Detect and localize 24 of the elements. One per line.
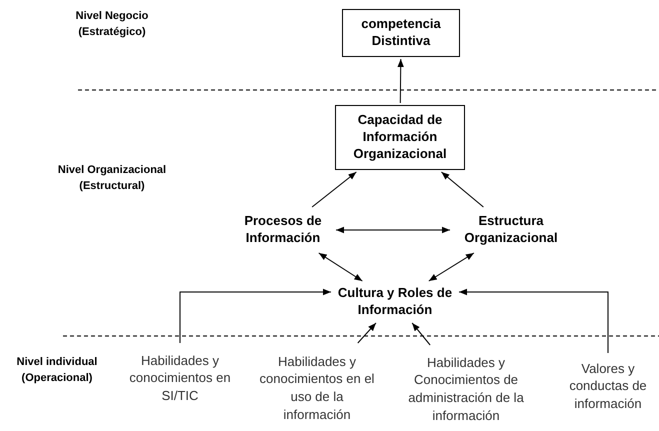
arrow [412,322,431,346]
concept-box [342,9,460,57]
skill-label: Valores y conductas de información [568,360,648,412]
level-label: Nivel Organizacional (Estructural) [57,163,167,194]
arrow [318,252,363,282]
arrow [397,58,404,104]
concept-box [335,105,465,170]
skill-label: Habilidades y conocimientos en el uso de la información [258,352,376,424]
concept-label: Estructura Organizacional [463,213,559,247]
arrow [440,172,484,208]
arrow [428,252,474,282]
arrow [336,226,450,234]
arrow [357,322,376,344]
arrow [458,288,608,354]
arrow [180,288,332,344]
box-text: Capacidad de Información Organizacional [352,112,448,163]
skill-label: Habilidades y Conocimientos de administración de la información [407,354,525,424]
arrow [312,172,357,208]
concept-label: Procesos de Información [243,213,323,247]
level-label: Nivel Negocio (Estratégico) [74,9,150,40]
level-label: Nivel individual (Operacional) [16,355,98,386]
skill-label: Habilidades y conocimientos en SI/TIC [128,352,232,404]
box-text: competencia Distintiva [360,16,442,50]
concept-label: Cultura y Roles de Información [336,285,454,319]
